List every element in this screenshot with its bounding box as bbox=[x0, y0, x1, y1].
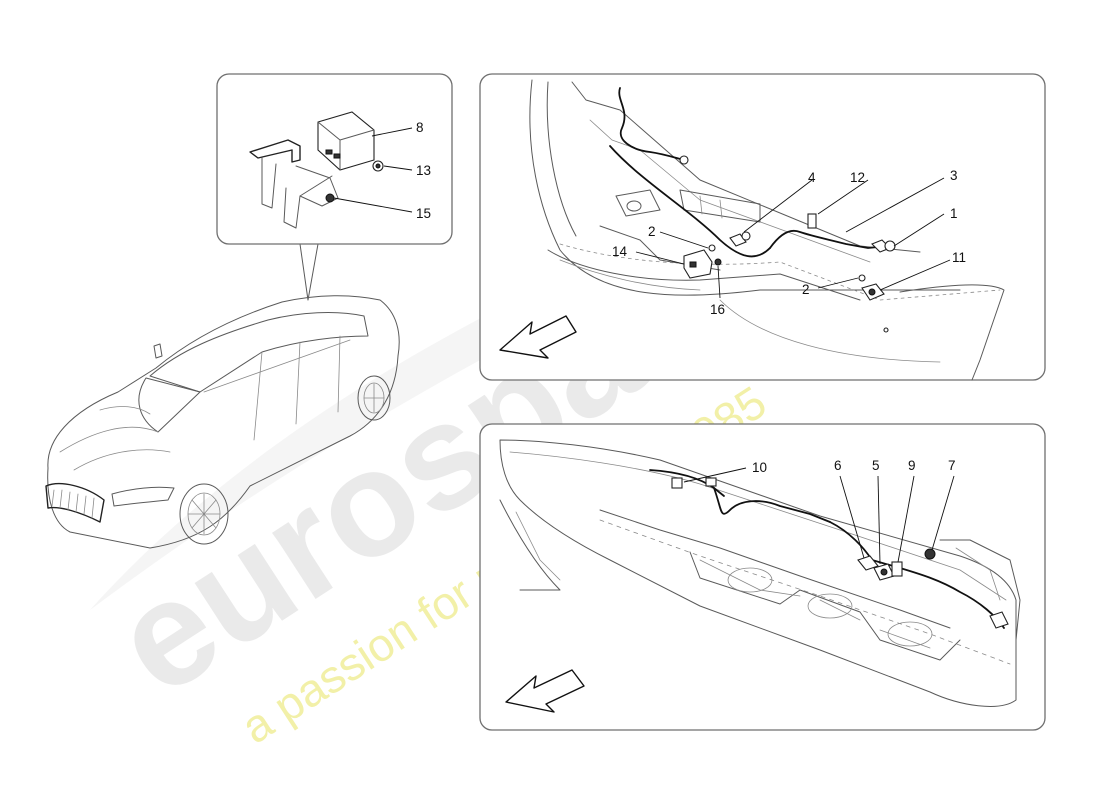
callout-5: 5 bbox=[872, 458, 880, 473]
callout-16: 16 bbox=[710, 302, 725, 317]
callout-2-upper: 2 bbox=[648, 224, 656, 239]
rear-bumper-panel: 10 6 5 9 7 bbox=[479, 423, 1046, 731]
forward-direction-arrow bbox=[505, 669, 585, 713]
callout-6: 6 bbox=[834, 458, 842, 473]
callout-11: 11 bbox=[952, 250, 966, 265]
callout-15: 15 bbox=[416, 206, 431, 221]
callout-8: 8 bbox=[416, 120, 424, 135]
callout-10: 10 bbox=[752, 460, 767, 475]
callout-4: 4 bbox=[808, 170, 816, 185]
front-bumper-panel: 4 12 3 1 2 14 11 2 16 bbox=[479, 73, 1046, 381]
car-overview bbox=[45, 243, 400, 549]
callout-12: 12 bbox=[850, 170, 865, 185]
callout-7: 7 bbox=[948, 458, 956, 473]
callout-1: 1 bbox=[950, 206, 958, 221]
callout-9: 9 bbox=[908, 458, 916, 473]
module-detail-panel: 8 13 15 bbox=[216, 73, 453, 245]
callout-13: 13 bbox=[416, 163, 431, 178]
detail-pointer bbox=[299, 243, 319, 301]
forward-direction-arrow bbox=[499, 315, 577, 359]
callout-2-lower: 2 bbox=[802, 282, 810, 297]
callout-3: 3 bbox=[950, 168, 958, 183]
callout-14: 14 bbox=[612, 244, 628, 259]
